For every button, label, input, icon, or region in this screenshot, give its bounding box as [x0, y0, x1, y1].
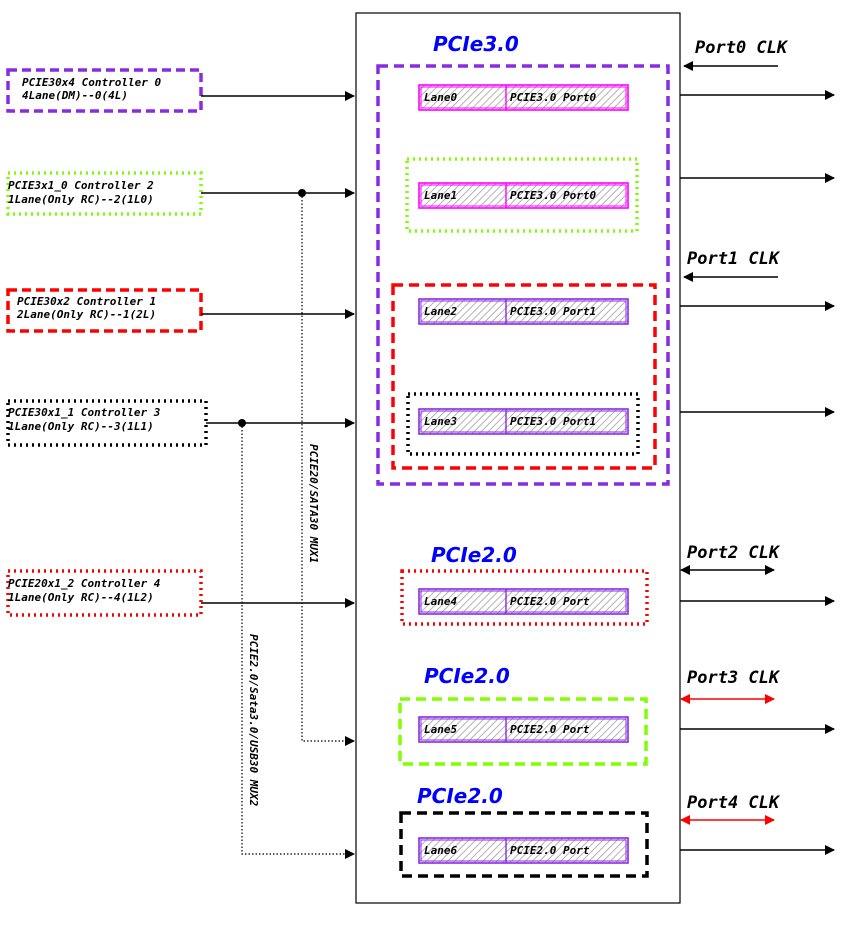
lane-block-4: Lane4 PCIE2.0 Port	[418, 588, 629, 615]
controller-4-line1: PCIE20x1_2 Controller 4	[8, 577, 161, 590]
lane-name: Lane3	[424, 415, 457, 428]
controller-2-line2: 1Lane(Only RC)--2(1L0)	[8, 193, 154, 206]
lane-port: PCIE3.0 Port1	[510, 305, 596, 318]
clock-label-port2: Port2 CLK	[687, 543, 781, 563]
mux2-label: PCIE2.0/Sata3.0/USB30 MUX2	[247, 634, 260, 807]
lane-name: Lane6	[424, 844, 457, 857]
lane-name: Lane2	[424, 305, 457, 318]
controller-1-line2: 2Lane(Only RC)--1(2L)	[16, 308, 156, 321]
mux1-label: PCIE20/SATA30 MUX1	[307, 444, 320, 563]
lane-port: PCIE3.0 Port0	[510, 189, 596, 202]
lane-name: Lane1	[424, 189, 457, 202]
controller-4-line2: 1Lane(Only RC)--4(1L2)	[8, 591, 154, 604]
group-label-pcie2-c: PCIe2.0	[417, 784, 503, 808]
group-label-pcie2-b: PCIe2.0	[424, 664, 510, 688]
controller-0: PCIE30x4 Controller 0 4Lane(DM)--0(4L)	[6, 68, 203, 113]
lane5-group-box	[398, 697, 648, 766]
controller-0-line2: 4Lane(DM)--0(4L)	[22, 89, 128, 102]
controller-3: PCIE30x1_1 Controller 3 1Lane(Only RC)--…	[6, 399, 208, 447]
lane-block-6: Lane6 PCIE2.0 Port	[418, 837, 629, 864]
pcie30x2-group-box	[391, 283, 657, 470]
lane-block-2: Lane2 PCIE3.0 Port1	[418, 298, 629, 325]
clock-label-port3: Port3 CLK	[687, 668, 781, 688]
controller-2: PCIE3x1_0 Controller 2 1Lane(Only RC)--2…	[6, 171, 203, 216]
lane-port: PCIE2.0 Port	[510, 844, 590, 857]
controller-1: PCIE30x2 Controller 1 2Lane(Only RC)--1(…	[6, 288, 203, 333]
controller-links	[201, 91, 355, 608]
lane-port: PCIE3.0 Port1	[510, 415, 596, 428]
controller-3-line2: 1Lane(Only RC)--3(1L1)	[8, 420, 154, 433]
lane-block-5: Lane5 PCIE2.0 Port	[418, 716, 629, 743]
mux-routes	[241, 193, 355, 859]
pcie3x1-0-group-box	[405, 157, 639, 233]
clock-label-port0: Port0 CLK	[695, 38, 789, 58]
lane-block-3: Lane3 PCIE3.0 Port1	[418, 408, 629, 435]
lane-name: Lane0	[424, 91, 457, 104]
pcie30x4-group-box	[376, 64, 670, 486]
phy-block	[355, 12, 681, 904]
group-label-pcie2-a: PCIe2.0	[431, 543, 517, 567]
lane-port: PCIE3.0 Port0	[510, 91, 596, 104]
lane-name: Lane4	[424, 595, 457, 608]
pcie30x1-1-group-box	[406, 392, 640, 456]
controller-2-line1: PCIE3x1_0 Controller 2	[8, 179, 154, 192]
lane-port: PCIE2.0 Port	[510, 595, 590, 608]
lane-block-0: Lane0 PCIE3.0 Port0	[418, 84, 629, 111]
lane-port: PCIE2.0 Port	[510, 723, 590, 736]
clock-label-port4: Port4 CLK	[687, 793, 781, 813]
pcie20x1-2-group-box	[400, 569, 649, 626]
controller-3-line1: PCIE30x1_1 Controller 3	[8, 406, 161, 419]
output-arrows	[680, 90, 835, 855]
controller-0-line1: PCIE30x4 Controller 0	[22, 76, 161, 89]
clock-label-port1: Port1 CLK	[687, 249, 781, 269]
lane-block-1: Lane1 PCIE3.0 Port0	[418, 182, 629, 209]
group-label-pcie3: PCIe3.0	[433, 32, 519, 56]
lane-name: Lane5	[424, 723, 457, 736]
controller-1-line1: PCIE30x2 Controller 1	[17, 295, 156, 308]
lane6-group-box	[399, 811, 649, 878]
controller-4: PCIE20x1_2 Controller 4 1Lane(Only RC)--…	[6, 569, 203, 617]
